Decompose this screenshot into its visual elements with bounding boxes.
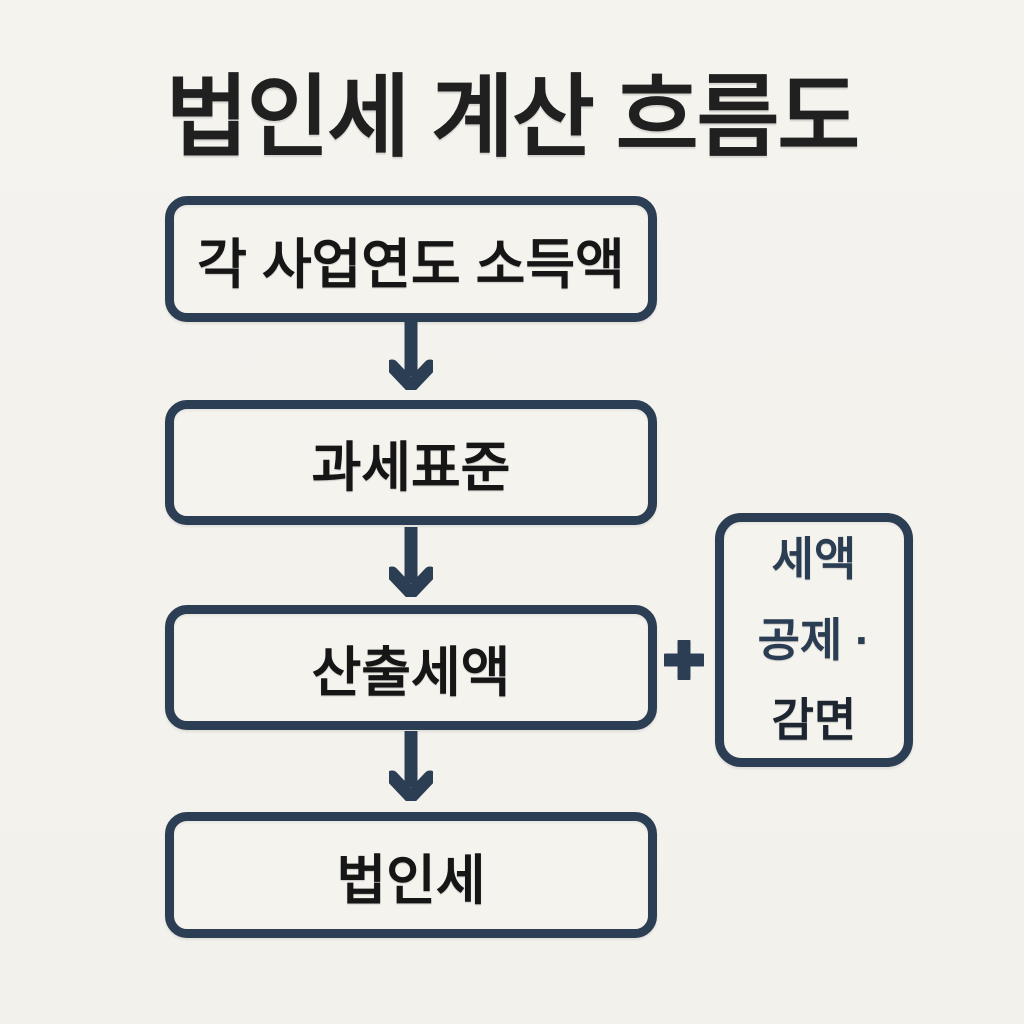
flow-box-label: 각 사업연도 소득액 [197, 234, 625, 295]
side-box-line: 공제 · [757, 613, 871, 666]
plus-icon [664, 640, 704, 680]
flow-box-business-year-income: 각 사업연도 소득액 [165, 196, 657, 322]
flow-box-calculated-tax: 산출세액 [165, 605, 657, 730]
flow-box-label: 법인세 [336, 850, 486, 911]
side-box-line: 감면 [771, 694, 857, 747]
down-arrow-icon [389, 320, 433, 390]
down-arrow-icon [389, 527, 433, 597]
flow-box-corporate-tax: 법인세 [165, 812, 657, 938]
flow-box-label: 과세표준 [311, 438, 511, 498]
down-arrow-icon [389, 731, 433, 801]
side-box-tax-credit-reduction: 세액 공제 · 감면 [715, 513, 913, 767]
side-box-line: 세액 [771, 533, 857, 586]
page-title: 법인세 계산 흐름도 [165, 68, 860, 168]
flow-box-tax-base: 과세표준 [165, 400, 657, 525]
flow-box-label: 산출세액 [311, 643, 511, 703]
